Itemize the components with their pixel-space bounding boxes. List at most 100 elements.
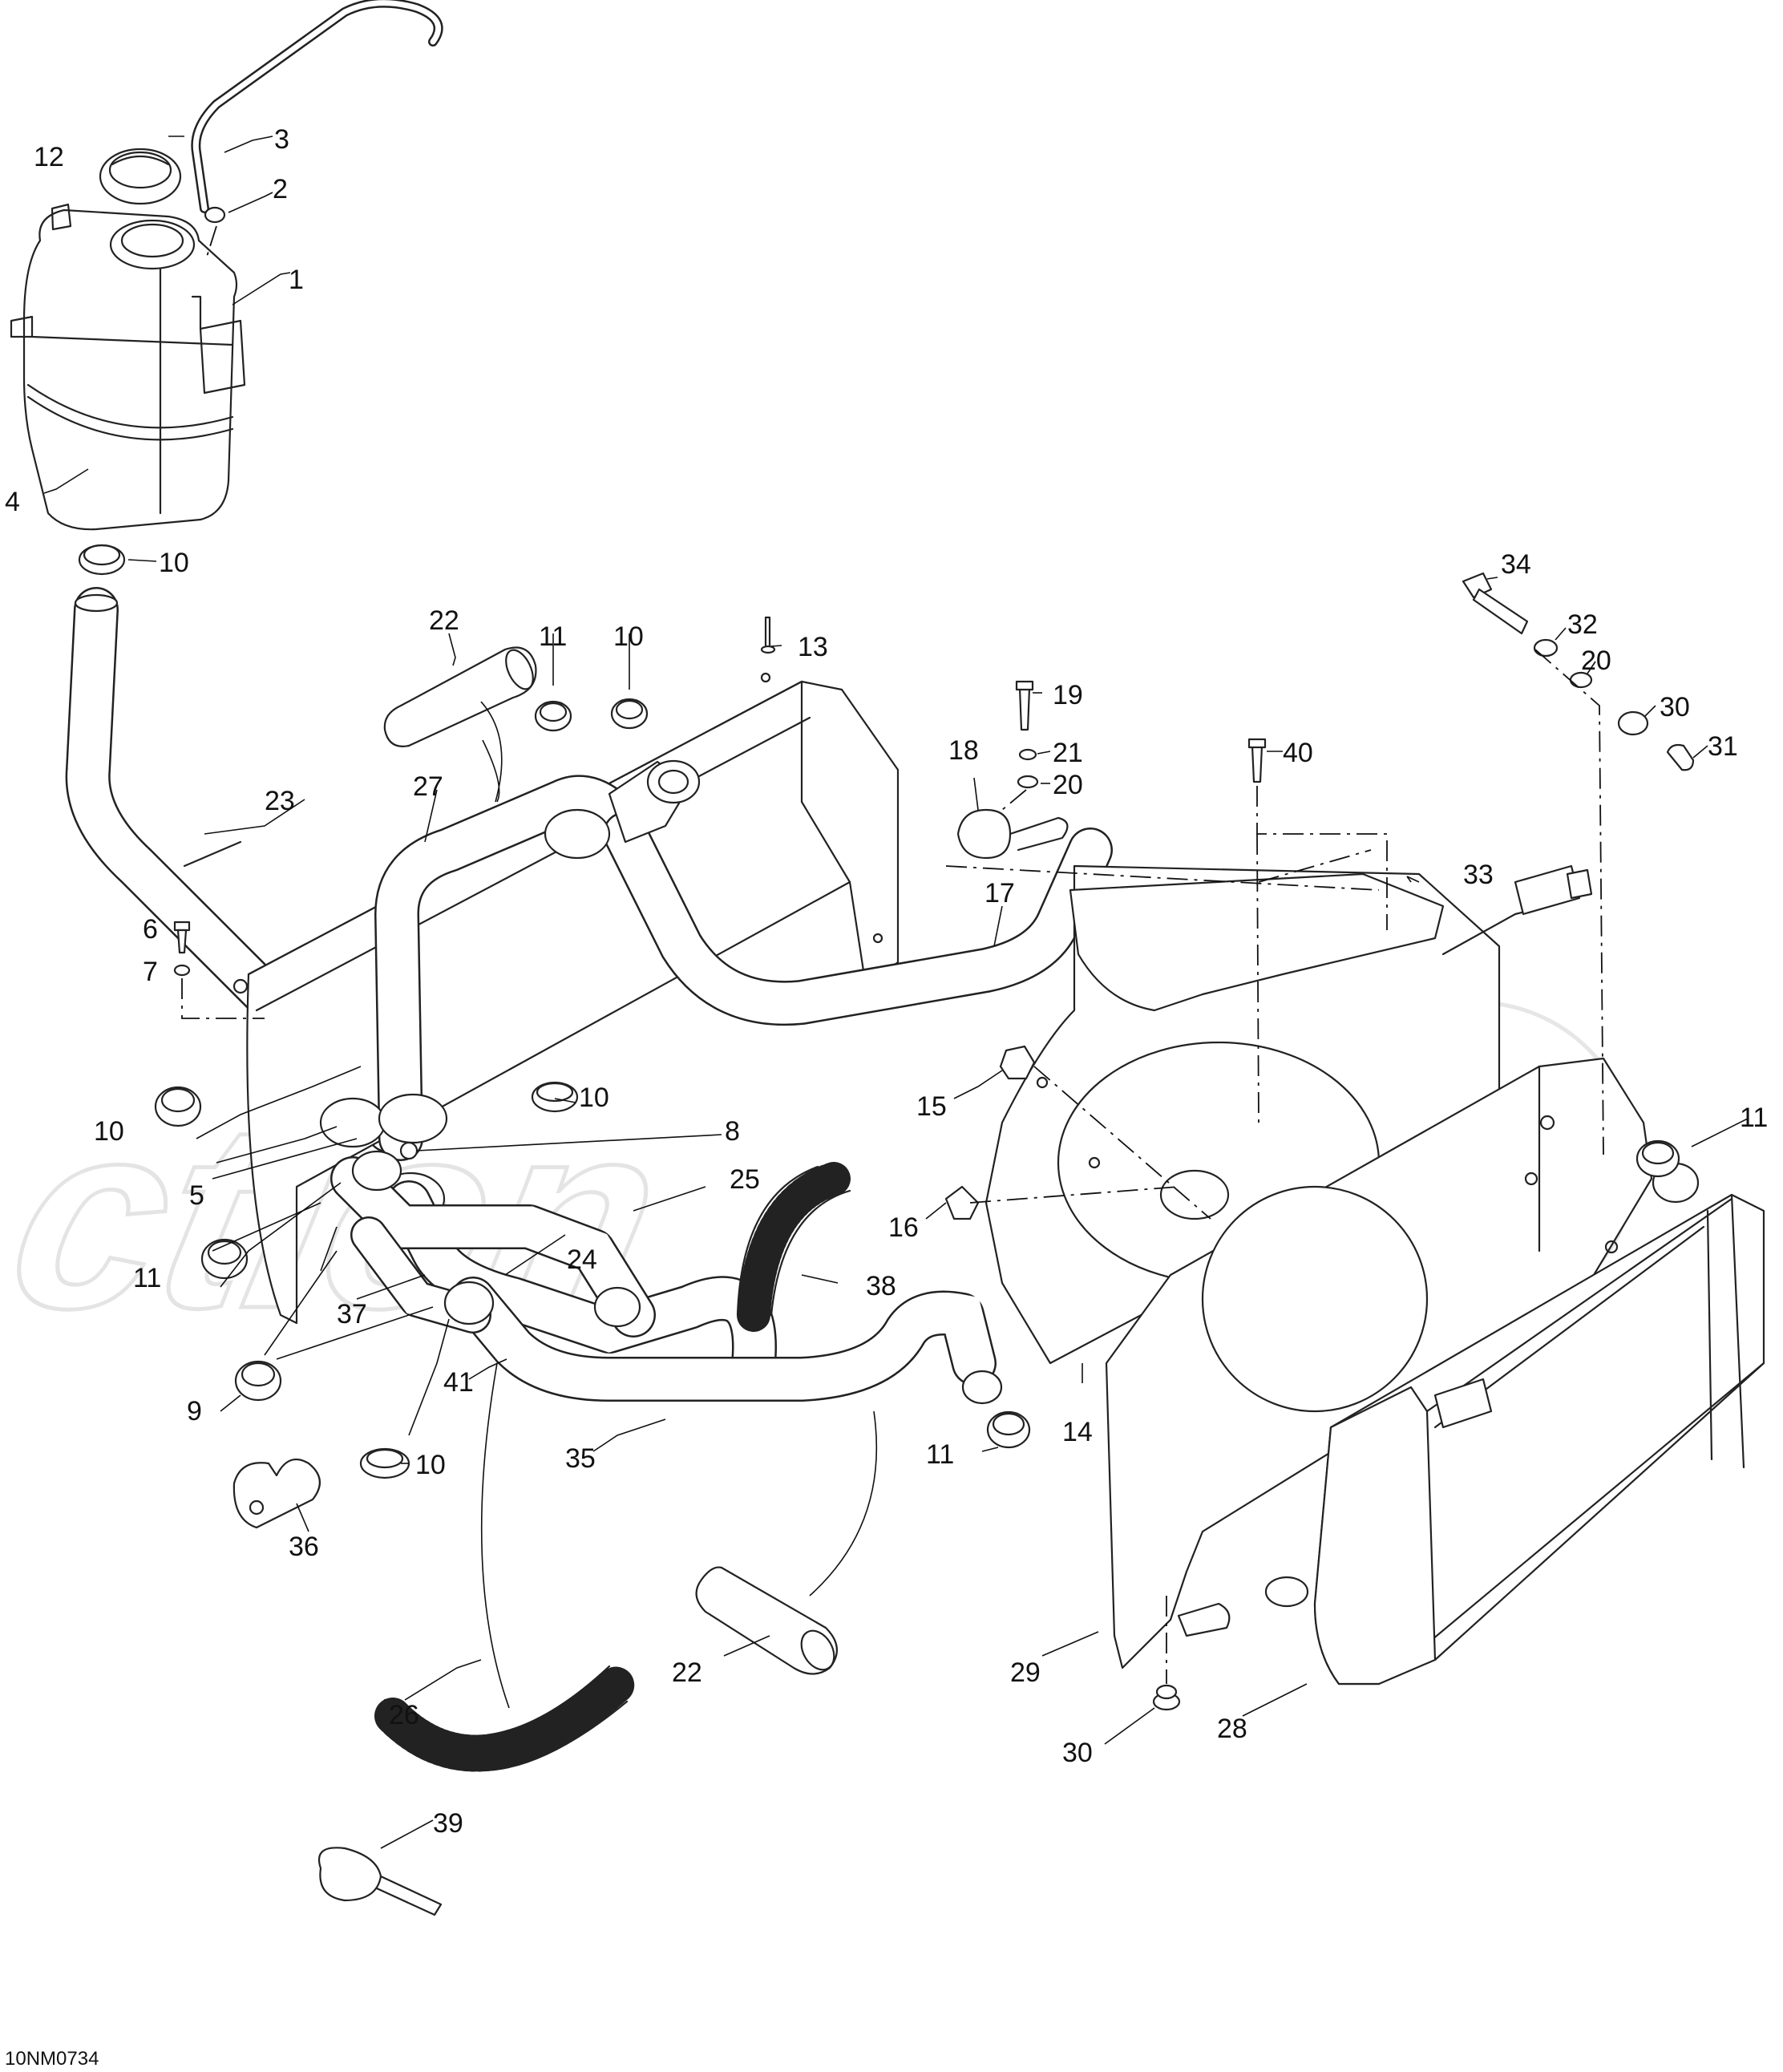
radiator-housing	[1105, 1057, 1653, 1669]
callout-6: 6	[143, 914, 158, 945]
callout-11-right: 11	[1740, 1103, 1768, 1133]
bolt-34	[1462, 572, 1529, 635]
spacer-31	[1666, 743, 1695, 771]
document-id: 10NM0734	[5, 2048, 99, 2070]
grommet-30-top	[1617, 710, 1649, 736]
callout-32: 32	[1567, 609, 1598, 640]
callout-1: 1	[289, 265, 304, 295]
callout-26: 26	[389, 1700, 419, 1730]
hose-clamp-11-lower	[986, 1410, 1031, 1449]
callout-22-top: 22	[429, 605, 459, 636]
callout-7: 7	[143, 957, 158, 987]
washer-21	[1018, 748, 1037, 761]
callout-9: 9	[187, 1396, 202, 1427]
hose-35	[451, 1277, 1003, 1405]
callout-39: 39	[433, 1808, 463, 1839]
callout-20-right: 20	[1581, 645, 1611, 676]
callout-2: 2	[273, 174, 288, 204]
callout-19: 19	[1053, 680, 1083, 710]
hose-clamp-11-right	[1635, 1139, 1680, 1178]
hose-17	[603, 811, 1113, 1026]
sleeve-22-top	[383, 646, 537, 747]
callout-33: 33	[1463, 860, 1494, 890]
callout-11-left: 11	[133, 1263, 161, 1293]
hose-clamp-10-upper	[610, 698, 649, 730]
callout-15: 15	[916, 1091, 947, 1122]
callout-4: 4	[5, 487, 20, 517]
callout-18: 18	[948, 735, 979, 766]
callout-30-bottom: 30	[1062, 1738, 1093, 1768]
callout-37: 37	[337, 1299, 367, 1329]
callout-17: 17	[984, 878, 1015, 909]
callout-14: 14	[1062, 1417, 1093, 1447]
nut-15	[999, 1045, 1036, 1080]
hose-clamp-10-left	[154, 1086, 202, 1127]
bolt-6	[173, 921, 191, 954]
leader-lines	[43, 136, 1749, 1849]
callout-24: 24	[567, 1244, 597, 1275]
grommet-30-bottom	[1152, 1684, 1181, 1711]
hose-23	[65, 587, 411, 1153]
callout-10-tank: 10	[159, 548, 189, 578]
callout-36: 36	[289, 1532, 319, 1562]
hose-clamp-10-mid	[531, 1081, 579, 1113]
callout-30-top: 30	[1660, 692, 1690, 722]
clip-36	[232, 1458, 321, 1529]
callout-labels: 1 2 3 4 5 6 7 8 9 10 10 10 10 10 11 11 1…	[5, 124, 1768, 1839]
cable-tie-39	[318, 1847, 443, 1916]
hose-27	[374, 775, 632, 1161]
callout-35: 35	[565, 1443, 596, 1474]
callout-28: 28	[1217, 1714, 1247, 1744]
overflow-hose	[191, 0, 443, 224]
hose-clamp-10-lower	[359, 1447, 410, 1479]
callout-23: 23	[265, 786, 295, 816]
callout-10-left: 10	[94, 1116, 124, 1147]
bolt-19	[1015, 680, 1034, 731]
callout-10-upper: 10	[613, 621, 644, 652]
callout-27: 27	[413, 771, 443, 802]
callout-11-upper: 11	[539, 621, 567, 652]
rivet-13	[760, 616, 776, 654]
parts-layer	[10, 0, 1765, 1916]
hose-clamp-10-top	[78, 544, 126, 576]
callout-11-lower: 11	[926, 1439, 954, 1470]
callout-41: 41	[443, 1367, 474, 1398]
callout-38: 38	[866, 1271, 896, 1301]
assembly-lines	[181, 225, 1604, 1684]
callout-40: 40	[1283, 738, 1313, 768]
callout-20-left: 20	[1053, 770, 1083, 800]
hose-37-stub	[350, 1216, 495, 1333]
callout-16: 16	[888, 1212, 919, 1243]
coolant-reservoir-tank	[10, 203, 246, 531]
hose-clip-18	[956, 808, 1069, 860]
sleeve-22-bottom	[695, 1566, 838, 1675]
callout-22-bottom: 22	[672, 1657, 702, 1688]
callout-10-lower: 10	[415, 1450, 446, 1480]
radiator	[1264, 1162, 1765, 1686]
fan-connector	[1441, 864, 1593, 956]
thermostat-housing	[544, 759, 701, 860]
callout-13: 13	[798, 632, 828, 662]
washer-20-left	[1017, 775, 1039, 789]
callout-31: 31	[1708, 731, 1738, 762]
washer-7	[173, 964, 191, 977]
callout-3: 3	[274, 124, 289, 155]
corrugated-sleeve-38	[736, 1162, 851, 1332]
reservoir-cap	[99, 148, 182, 205]
hose-clamp-9	[234, 1360, 282, 1402]
callout-25: 25	[730, 1164, 760, 1195]
callout-12: 12	[34, 142, 64, 172]
corrugated-sleeve-26	[374, 1665, 636, 1772]
callout-21: 21	[1053, 738, 1083, 768]
hose-clamp-11-left	[200, 1238, 249, 1280]
callout-8: 8	[725, 1116, 740, 1147]
callout-10-mid: 10	[579, 1083, 609, 1113]
clip-16	[944, 1185, 980, 1220]
callout-5: 5	[189, 1180, 204, 1211]
callout-34: 34	[1501, 549, 1531, 580]
bolt-40	[1247, 738, 1267, 783]
hose-24	[330, 1150, 656, 1337]
hose-clamp-11-upper	[534, 700, 572, 732]
washer-32	[1533, 638, 1559, 658]
